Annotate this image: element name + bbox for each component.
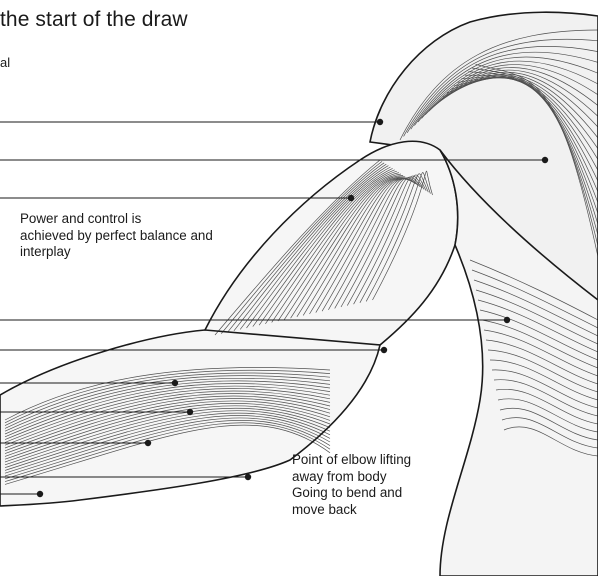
annotation-line: Going to bend and bbox=[292, 485, 462, 502]
anchor-dot bbox=[245, 474, 251, 480]
annotation-power-control: Power and control is achieved by perfect… bbox=[20, 211, 260, 261]
anchor-dot bbox=[145, 440, 151, 446]
anchor-dot bbox=[348, 195, 354, 201]
annotation-line: interplay bbox=[20, 244, 260, 261]
annotation-line: move back bbox=[292, 502, 462, 519]
anchor-dot bbox=[172, 380, 178, 386]
page-heading: the start of the draw bbox=[0, 8, 188, 32]
anchor-dot bbox=[504, 317, 510, 323]
anchor-dot bbox=[542, 157, 548, 163]
annotation-line: achieved by perfect balance and bbox=[20, 228, 260, 245]
anchor-dot bbox=[381, 347, 387, 353]
anchor-dot bbox=[187, 409, 193, 415]
annotation-line: Power and control is bbox=[20, 211, 260, 228]
annotation-elbow: Point of elbow lifting away from body Go… bbox=[292, 452, 462, 518]
cropped-text-fragment: al bbox=[0, 55, 10, 70]
annotation-line: Point of elbow lifting bbox=[292, 452, 462, 469]
anchor-dot bbox=[37, 491, 43, 497]
anchor-dot bbox=[377, 119, 383, 125]
annotation-line: away from body bbox=[292, 469, 462, 486]
